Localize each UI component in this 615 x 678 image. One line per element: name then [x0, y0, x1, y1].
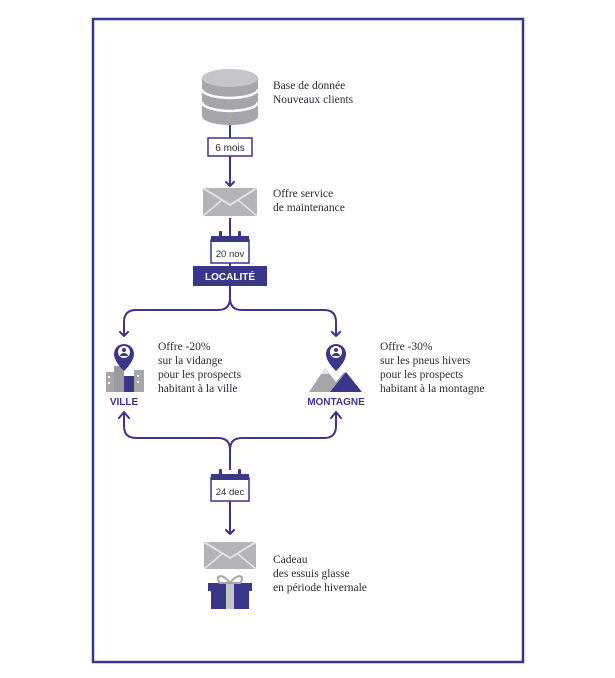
- caption-line: Offre service: [273, 188, 334, 200]
- caption-line: en période hivernale: [273, 582, 367, 594]
- mountain-pin-icon: [309, 344, 362, 392]
- arrow-up-mountain: [330, 410, 342, 419]
- connector-merge: [123, 412, 231, 470]
- calendar-icon: 20 nov: [210, 231, 250, 264]
- caption-line: Offre -20%: [158, 341, 211, 353]
- database-caption: Base de donnée Nouveaux clients: [273, 79, 353, 107]
- caption-line: Nouveaux clients: [273, 94, 354, 106]
- envelope-icon: [203, 541, 257, 570]
- date-label: 20 nov: [216, 249, 245, 260]
- diagram-frame: [91, 17, 525, 664]
- envelope-icon: [202, 187, 258, 217]
- city-offer-caption: Offre -20% sur la vidange pour les prosp…: [158, 340, 241, 396]
- caption-line: sur les pneus hivers: [380, 355, 471, 367]
- database-icon: [200, 69, 260, 125]
- arrow-up-city: [118, 410, 130, 419]
- delay-label: 6 mois: [215, 143, 244, 154]
- connector-split-right: [229, 297, 341, 337]
- date-label: 24 dec: [216, 487, 245, 498]
- connector-merge-right: [229, 412, 337, 451]
- split-label: LOCALITÉ: [205, 270, 255, 283]
- city-pin-icon: [106, 344, 144, 392]
- caption-line: pour les prospects: [158, 369, 242, 381]
- caption-line: habitant à la ville: [158, 383, 238, 395]
- connectors: [119, 125, 341, 535]
- caption-line: habitant à la montagne: [380, 383, 485, 395]
- caption-line: pour les prospects: [380, 369, 464, 381]
- mountain-offer-caption: Offre -30% sur les pneus hivers pour les…: [380, 340, 484, 396]
- caption-line: Offre -30%: [380, 341, 433, 353]
- email-caption: Offre service de maintenance: [273, 187, 345, 215]
- caption-line: des essuis glasse: [273, 568, 350, 580]
- delay-tag: 6 mois: [207, 137, 253, 157]
- mountain-branch-label: MONTAGNE: [307, 397, 365, 408]
- gift-caption: Cadeau des essuis glasse en période hive…: [273, 553, 367, 595]
- calendar-icon: 24 dec: [210, 469, 250, 502]
- connector-split-branches: [119, 286, 231, 337]
- gift-icon: [208, 575, 252, 609]
- city-branch-label: VILLE: [110, 397, 139, 408]
- split-box: LOCALITÉ: [193, 266, 267, 286]
- caption-line: Base de donnée: [273, 80, 346, 92]
- caption-line: de maintenance: [273, 202, 345, 214]
- caption-line: sur la vidange: [158, 355, 223, 367]
- caption-line: Cadeau: [273, 554, 308, 566]
